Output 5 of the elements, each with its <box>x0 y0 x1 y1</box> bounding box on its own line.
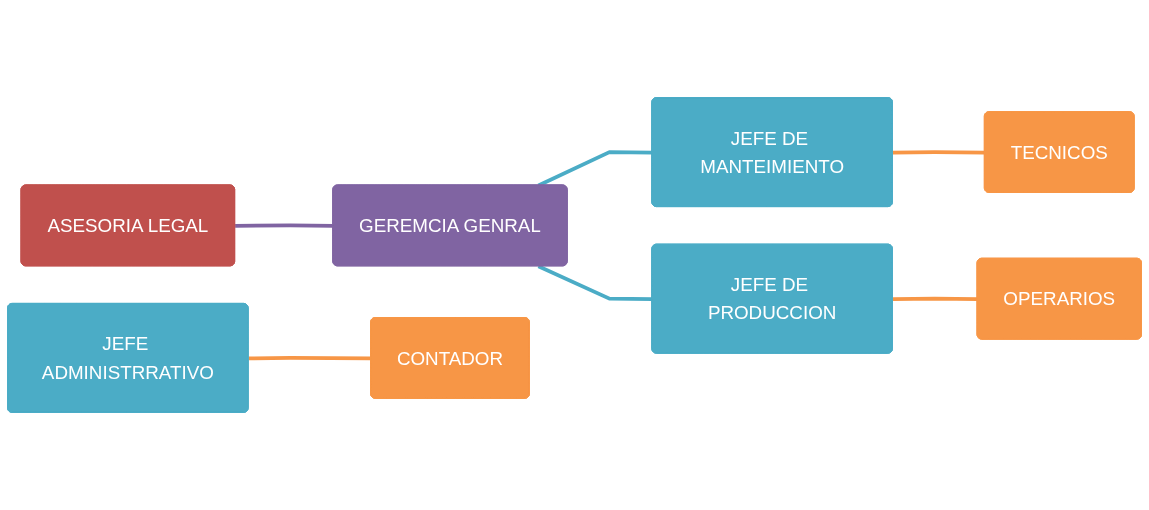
connector <box>537 264 653 302</box>
connector <box>248 356 372 361</box>
connector <box>892 150 985 155</box>
connector <box>235 223 334 228</box>
connector <box>892 296 978 302</box>
